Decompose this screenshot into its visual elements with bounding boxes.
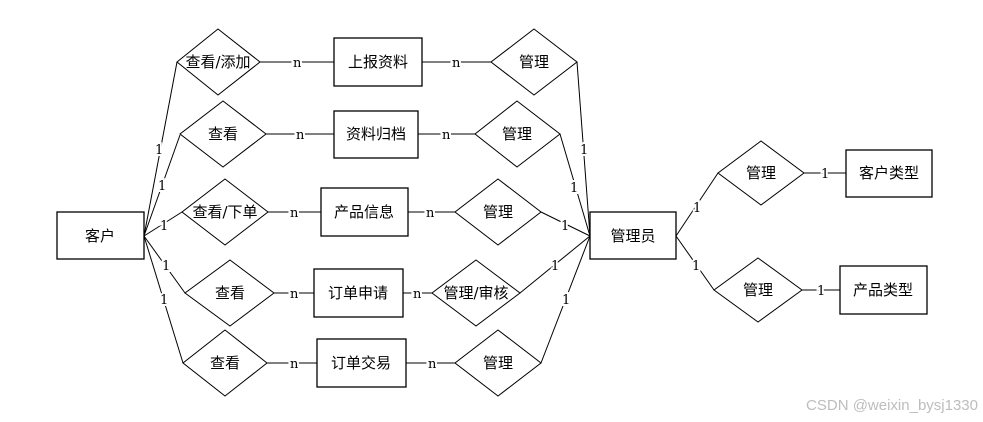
relationship-view-1: 查看 [179, 100, 267, 168]
entity-product-type: 产品类型 [839, 265, 928, 315]
relationship-manage-3-label: 管理 [483, 203, 513, 221]
cardinality-labels: n n n n n n n n n n 1 1 1 1 1 1 1 1 1 1 … [153, 54, 831, 374]
entity-report-info-label: 上报资料 [348, 53, 408, 71]
relationship-manage-2-label: 管理 [502, 125, 532, 143]
edge-admin-manage-ct [675, 172, 719, 237]
card-archive-manage-2: n [442, 128, 451, 143]
relationship-manage-customer-type-label: 管理 [746, 164, 776, 182]
card-customer-view-2: 1 [162, 259, 170, 274]
watermark: CSDN @weixin_bysj1330 [806, 397, 978, 414]
relationship-manage-1: 管理 [490, 28, 578, 96]
edge-manage-5-admin [540, 235, 591, 364]
relationship-manage-product-type-label: 管理 [743, 281, 773, 299]
card-manage-1-admin: 1 [580, 143, 588, 158]
card-request-manage-review: n [413, 287, 422, 302]
card-customer-view-1: 1 [158, 179, 166, 194]
relationship-view-2: 查看 [184, 259, 275, 327]
edge-manage-1-admin [576, 61, 591, 237]
relationship-manage-3: 管理 [454, 178, 542, 246]
relationship-view-3: 查看 [182, 329, 268, 397]
edge-customer-view-3 [143, 235, 184, 364]
relationship-manage-5-label: 管理 [483, 354, 513, 372]
entity-customer-type: 客户类型 [845, 149, 933, 198]
card-product-manage-3: n [426, 206, 435, 221]
edge-customer-view-add [143, 61, 178, 237]
card-view-3-trade: n [290, 357, 299, 372]
entity-order-request-label: 订单申请 [328, 284, 388, 302]
edge-manage-review-admin [519, 235, 591, 294]
card-view-add-report: n [293, 56, 302, 71]
entity-info-archive-label: 资料归档 [346, 125, 406, 143]
entity-report-info: 上报资料 [333, 37, 423, 87]
relationship-view-order: 查看/下单 [181, 178, 269, 246]
card-customer-view-3: 1 [160, 293, 168, 308]
entity-order-request: 订单申请 [313, 268, 404, 318]
card-trade-manage-5: n [428, 357, 437, 372]
entity-product-type-label: 产品类型 [853, 281, 913, 299]
relationship-view-add: 查看/添加 [176, 28, 261, 96]
entity-admin-label: 管理员 [610, 227, 655, 245]
card-manage-2-admin: 1 [570, 181, 578, 196]
entity-customer-label: 客户 [85, 227, 115, 245]
relationship-view-3-label: 查看 [210, 354, 240, 372]
relationship-manage-product-type: 管理 [713, 257, 803, 323]
card-view-2-request: n [290, 287, 299, 302]
relationship-manage-5: 管理 [454, 329, 542, 397]
card-admin-manage-ct: 1 [693, 201, 701, 216]
card-view-order-product: n [290, 206, 299, 221]
card-customer-view-add: 1 [155, 143, 163, 158]
edge-customer-view-1 [143, 134, 181, 237]
relationship-manage-review: 管理/审核 [431, 259, 521, 327]
relationship-view-order-label: 查看/下单 [192, 203, 257, 221]
card-view-1-archive: n [296, 128, 305, 143]
edges [143, 61, 846, 364]
entity-order-trade: 订单交易 [316, 338, 407, 388]
relationship-view-1-label: 查看 [208, 125, 238, 143]
relationship-manage-review-label: 管理/审核 [443, 284, 508, 302]
card-manage-3-admin: 1 [561, 219, 569, 234]
entity-order-trade-label: 订单交易 [331, 354, 391, 372]
entity-admin: 管理员 [589, 211, 677, 260]
card-manage-pt-product-type: 1 [817, 284, 825, 299]
card-manage-ct-customer-type: 1 [821, 167, 829, 182]
entity-product-info-label: 产品信息 [334, 203, 394, 221]
entity-product-info: 产品信息 [320, 187, 409, 237]
card-report-manage-1: n [452, 56, 461, 71]
relationship-manage-2: 管理 [474, 100, 561, 168]
entity-info-archive: 资料归档 [333, 110, 419, 159]
relationship-view-add-label: 查看/添加 [185, 53, 250, 71]
edge-customer-view-2 [143, 235, 186, 294]
card-customer-view-order: 1 [160, 219, 168, 234]
card-admin-manage-pt: 1 [692, 259, 700, 274]
edge-admin-manage-pt [675, 235, 715, 291]
relationship-view-2-label: 查看 [215, 284, 245, 302]
entity-customer-type-label: 客户类型 [859, 164, 919, 182]
card-manage-review-admin: 1 [551, 259, 559, 274]
relationship-manage-customer-type: 管理 [717, 140, 805, 206]
edge-manage-2-admin [559, 133, 591, 237]
entity-customer: 客户 [56, 211, 145, 260]
edge-manage-3-admin [540, 211, 591, 237]
card-manage-5-admin: 1 [562, 293, 570, 308]
relationship-manage-1-label: 管理 [519, 53, 549, 71]
edge-customer-view-order [143, 211, 183, 237]
